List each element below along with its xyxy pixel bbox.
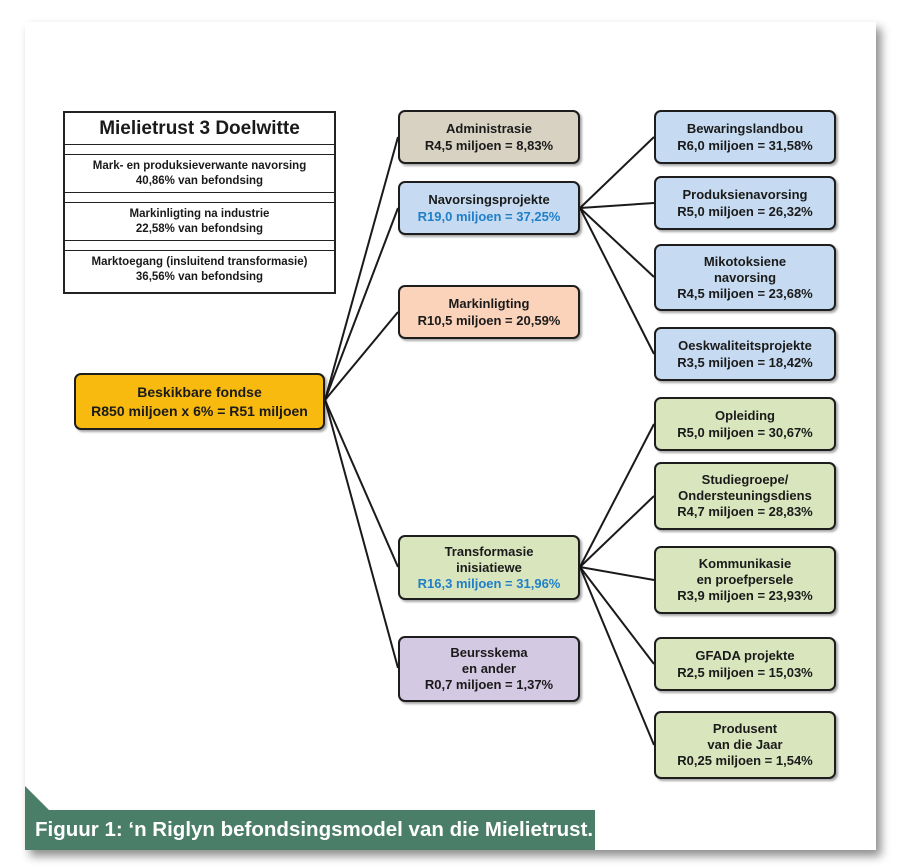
connector-research-1 [579,136,655,209]
node-value: R10,5 miljoen = 20,59% [417,313,561,328]
node-title: GFADA projekte [695,648,795,663]
node-value: R4,5 miljoen = 8,83% [424,138,554,153]
node-value: R4,5 miljoen = 23,68% [677,285,813,301]
node-transformation-item: GFADA projekte R2,5 miljoen = 15,03% [654,637,836,691]
node-administration: Administrasie R4,5 miljoen = 8,83% [398,110,580,164]
goal-item: Markinligting na industrie 22,58% van be… [65,203,334,241]
node-value: R3,5 miljoen = 18,42% [677,355,813,370]
node-title: navorsing [713,269,777,285]
node-research-projects: Navorsingsprojekte R19,0 miljoen = 37,25… [398,181,580,235]
goal-share: 40,86% van befondsing [135,175,264,187]
goal-item: Mark- en produksieverwante navorsing 40,… [65,155,334,193]
node-value: R6,0 miljoen = 31,58% [677,138,813,153]
connector-root-admin [324,136,399,401]
node-value: R850 miljoen x 6% = R51 miljoen [91,402,308,419]
goal-share: 36,56% van befondsing [135,271,264,283]
node-value: R3,9 miljoen = 23,93% [677,588,813,603]
goal-label: Markinligting na industrie [129,208,270,220]
node-research-item: Oeskwaliteitsprojekte R3,5 miljoen = 18,… [654,327,836,381]
connector-research-3 [579,207,655,278]
connector-research-4 [579,207,655,355]
node-title: Opleiding [715,408,775,423]
node-value: R19,0 miljoen = 37,25% [417,209,561,224]
node-research-item: Produksienavorsing R5,0 miljoen = 26,32% [654,176,836,230]
goals-table: Mielietrust 3 Doelwitte Mark- en produks… [63,111,336,294]
node-title: en ander [461,661,517,676]
goals-title: Mielietrust 3 Doelwitte [65,113,334,145]
node-title: Oeskwaliteitsprojekte [678,338,812,353]
node-title: Produksienavorsing [682,187,808,202]
node-title: van die Jaar [707,737,783,752]
goals-spacer [65,241,334,251]
node-title: inisiatiewe [456,559,522,575]
node-value: R0,25 miljoen = 1,54% [677,753,813,768]
connector-transformation-5 [579,566,655,746]
connector-root-transformation [324,399,399,568]
connector-transformation-2 [579,495,655,568]
goal-share: 22,58% van befondsing [135,223,264,235]
node-title: Transformasie [444,543,534,559]
node-value: R4,7 miljoen = 28,83% [677,504,813,519]
root-node-available-funds: Beskikbare fondse R850 miljoen x 6% = R5… [74,373,325,430]
connector-transformation-4 [579,566,655,665]
node-value: R2,5 miljoen = 15,03% [677,665,813,680]
node-title: Markinligting [448,296,530,311]
node-research-item: Bewaringslandbou R6,0 miljoen = 31,58% [654,110,836,164]
node-transformation-item: Opleiding R5,0 miljoen = 30,67% [654,397,836,451]
node-market-information: Markinligting R10,5 miljoen = 20,59% [398,285,580,339]
node-value: R16,3 miljoen = 31,96% [417,575,561,591]
node-bursary-scheme-and-other: Beursskema en ander R0,7 miljoen = 1,37% [398,636,580,702]
node-research-item: Mikotoksiene navorsing R4,5 miljoen = 23… [654,244,836,311]
node-transformation-item: Kommunikasie en proefpersele R3,9 miljoe… [654,546,836,614]
node-title: Beskikbare fondse [137,383,262,400]
node-transformation-item: Produsent van die Jaar R0,25 miljoen = 1… [654,711,836,779]
figure-caption: Figuur 1: ‘n Riglyn befondsingsmodel van… [25,810,595,850]
goal-label: Marktoegang (insluitend transformasie) [91,256,308,268]
node-value: R5,0 miljoen = 30,67% [677,425,813,440]
node-title: Ondersteuningsdiens [678,488,812,503]
node-title: Kommunikasie [698,556,792,571]
node-title: Administrasie [446,121,532,136]
node-transformation-initiatives: Transformasie inisiatiewe R16,3 miljoen … [398,535,580,600]
goals-spacer [65,145,334,155]
node-title: Beursskema [450,645,528,660]
caption-corner-tab [25,786,49,810]
node-value: R0,7 miljoen = 1,37% [424,677,554,692]
node-title: Produsent [712,721,778,736]
connector-transformation-3 [579,566,655,581]
node-title: Navorsingsprojekte [428,192,550,207]
node-title: en proefpersele [696,572,794,587]
goals-spacer [65,193,334,203]
node-value: R5,0 miljoen = 26,32% [677,204,813,219]
connector-transformation-1 [579,423,655,568]
connector-root-market [324,311,399,401]
connector-research-2 [579,202,655,209]
connector-root-research [324,207,399,401]
node-transformation-item: Studiegroepe/ Ondersteuningsdiens R4,7 m… [654,462,836,530]
goal-item: Marktoegang (insluitend transformasie) 3… [65,251,334,288]
goal-label: Mark- en produksieverwante navorsing [92,160,307,172]
connector-root-other [324,399,399,669]
node-title: Bewaringslandbou [686,121,804,136]
node-title: Mikotoksiene [703,253,787,269]
node-title: Studiegroepe/ [701,472,789,487]
